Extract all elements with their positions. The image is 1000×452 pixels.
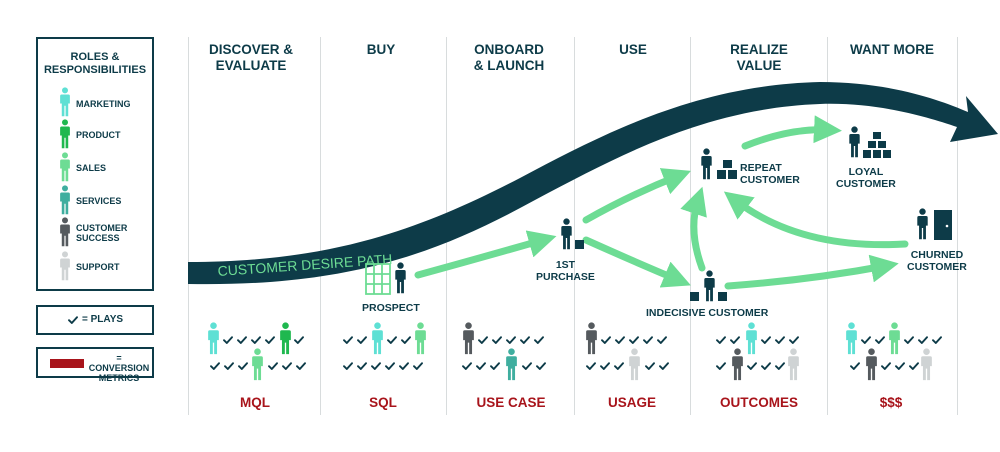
metric-money: $$$ [879,395,903,410]
arrow-prospect-to-purchase [414,230,557,279]
roles-legend: ROLES & RESPONSIBILITIES MARKETING PRODU… [36,37,154,291]
plays-cluster-discover [208,322,306,381]
box-icon [575,240,584,249]
box-icon [863,132,891,158]
arrow-indecisive-to-churned [724,254,899,290]
metric-outcomes: OUTCOMES [719,395,798,410]
column-divider [188,37,189,415]
column-divider [957,37,958,415]
metric-mql: MQL [240,395,270,410]
arrow-indecisive-to-repeat [680,186,707,272]
plays-cluster-onboard [462,322,546,381]
column-divider [827,37,828,415]
arrow-purchase-to-repeat [582,168,692,224]
metric-use-case: USE CASE [476,395,546,410]
column-divider [574,37,575,415]
legend-label-marketing: MARKETING [76,99,131,109]
plays-label: = PLAYS [82,314,124,325]
metric-sql: SQL [369,395,397,410]
arrow-repeat-to-loyal [741,115,842,150]
conversion-swatch [50,359,84,368]
door-icon [934,210,952,240]
phase-title-discover: DISCOVER &EVALUATE [208,42,293,73]
metric-usage: USAGE [607,395,656,410]
legend-title: ROLES & RESPONSIBILITIES [43,51,147,76]
desire-path-arrow [188,82,998,285]
phase-title-onboard: ONBOARD& LAUNCH [473,42,545,73]
prospect-label: PROSPECT [362,302,420,314]
conversion-label: = CONVERSION METRICS [88,353,150,383]
phase-title-use: USE [619,42,647,57]
phase-title-buy: BUY [366,42,396,57]
legend-label-sales: SALES [76,163,107,173]
box-icon [717,160,737,179]
plays-cluster-realize [716,322,799,381]
box-icon [690,292,699,301]
legend-label-customer-success: CUSTOMER SUCCESS [76,223,128,243]
plays-cluster-use [586,322,669,381]
phase-title-want-more: WANT MORE [850,42,934,57]
plays-cluster-buy [343,322,426,370]
conversion-legend: = CONVERSION METRICS [36,347,154,383]
box-icon [718,292,727,301]
legend-label-support: SUPPORT [76,262,120,272]
indecisive-customer-label: INDECISIVE CUSTOMER [646,307,769,319]
plays-legend: = PLAYS [36,305,154,335]
arrow-purchase-to-indecisive [582,236,691,288]
legend-label-product: PRODUCT [76,130,121,140]
arrow-churned-to-repeat [723,191,909,249]
plays-cluster-want-more [846,322,942,381]
legend-label-services: SERVICES [76,196,122,206]
column-divider [320,37,321,415]
grid-icon [365,263,391,295]
